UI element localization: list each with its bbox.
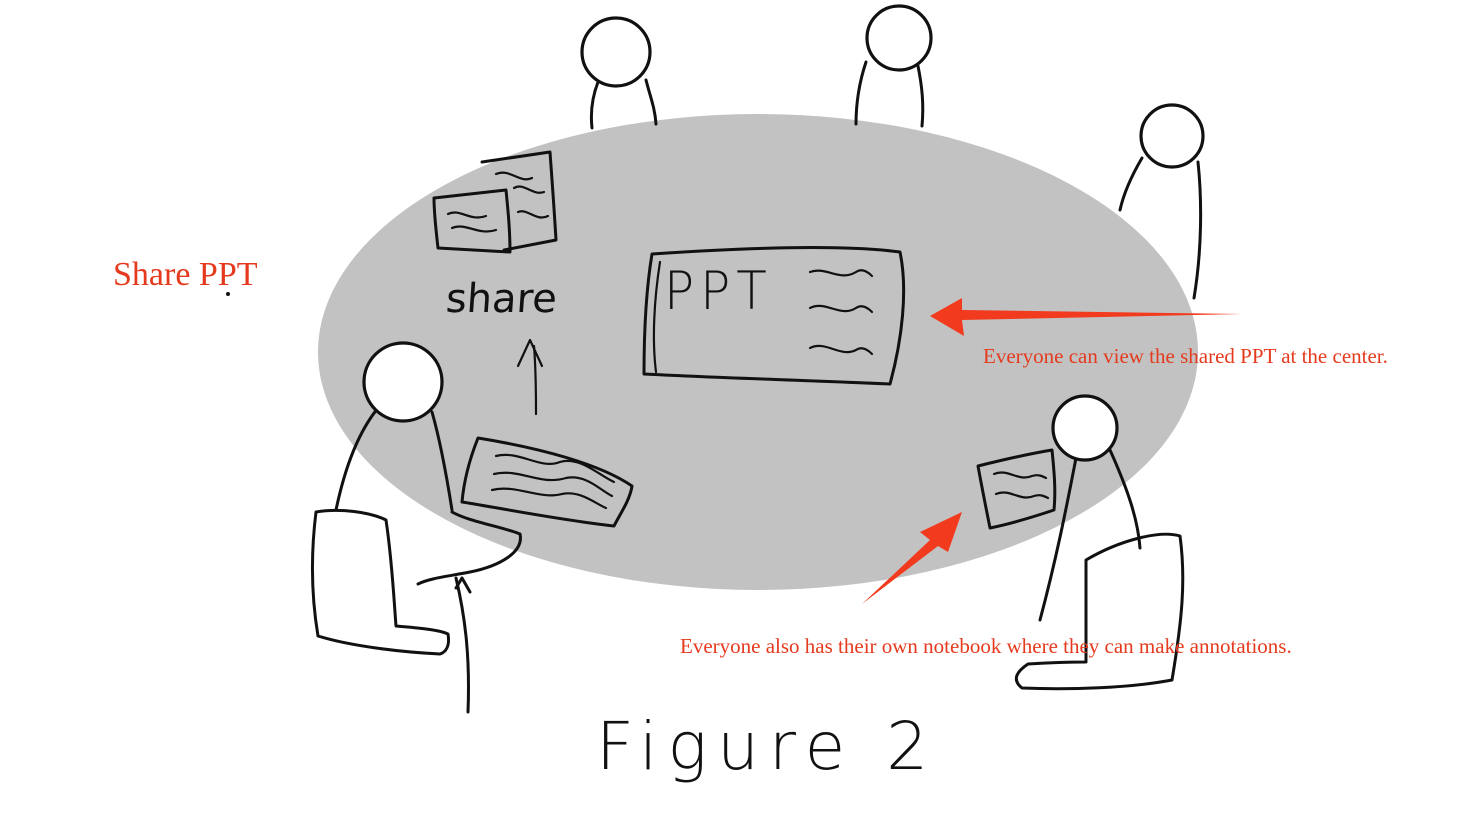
person-bottom-right xyxy=(1014,394,1185,691)
notebook-note: Everyone also has their own notebook whe… xyxy=(680,634,1292,658)
person-top-left xyxy=(580,16,658,130)
ppt-board xyxy=(642,246,906,386)
person-right xyxy=(1118,103,1205,300)
person-bottom-left xyxy=(310,341,522,714)
notebook-bottom-left xyxy=(460,436,634,528)
dot-marker xyxy=(226,292,230,296)
arrow-to-ppt xyxy=(930,298,1242,336)
figure-caption: Figure 2 xyxy=(596,708,939,785)
arrow-to-notebook xyxy=(862,512,962,604)
person-top-right xyxy=(854,4,933,128)
ppt-sketch-label: PPT xyxy=(664,260,773,322)
shared-documents xyxy=(432,150,558,254)
center-ppt-note: Everyone can view the shared PPT at the … xyxy=(983,344,1388,368)
share-up-arrow xyxy=(516,338,544,416)
share-ppt-label: Share PPT xyxy=(113,256,258,293)
notebook-bottom-right xyxy=(976,448,1057,530)
share-sketch-label: share xyxy=(444,276,559,322)
